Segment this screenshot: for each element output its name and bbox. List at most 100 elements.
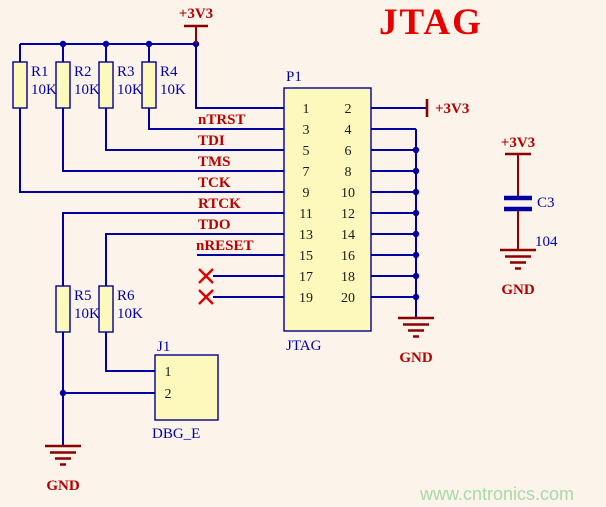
resistor-body <box>55 61 71 109</box>
resistor-ref: R3 <box>117 64 135 80</box>
junction-dot <box>59 40 67 48</box>
pin-number: 1 <box>303 102 310 117</box>
resistor-ref: R4 <box>160 64 178 80</box>
resistor-r2: R2 10K <box>55 61 100 109</box>
pin-number: 19 <box>299 291 313 306</box>
junction-dot <box>412 146 420 154</box>
pin-number: 16 <box>341 249 355 264</box>
pin-number: 3 <box>303 123 310 138</box>
no-connect-marks <box>198 268 214 305</box>
pin-number: 13 <box>299 228 313 243</box>
vcc-label: +3V3 <box>179 6 213 22</box>
resistor-body <box>98 285 114 333</box>
vcc-symbol-top: +3V3 <box>179 6 213 44</box>
tdo-wire <box>105 233 284 286</box>
junction-dots <box>59 40 420 397</box>
signal-label-tdi: TDI <box>198 133 225 149</box>
gnd-label: GND <box>399 350 433 366</box>
junction-dot <box>412 293 420 301</box>
resistor-value: 10K <box>31 82 57 98</box>
resistor-r3: R3 10K <box>98 61 143 109</box>
rtck-wire <box>62 212 284 286</box>
jumper-ref: J1 <box>157 339 170 355</box>
signal-label-tms: TMS <box>198 154 231 170</box>
pin-number: 1 <box>165 365 172 380</box>
vcc-label: +3V3 <box>501 135 535 151</box>
junction-dot <box>412 188 420 196</box>
page-title: JTAG <box>379 2 483 43</box>
junction-dot <box>412 167 420 175</box>
jumper-body <box>154 354 219 421</box>
capacitor-ref: C3 <box>537 195 555 211</box>
pin-number: 7 <box>303 165 310 180</box>
signal-label-rtck: RTCK <box>198 196 241 212</box>
resistor-value: 10K <box>160 82 186 98</box>
junction-dot <box>412 272 420 280</box>
signal-label-ntrst: nTRST <box>198 112 246 128</box>
resistor-value: 10K <box>74 306 100 322</box>
resistor-r1: R1 10K <box>12 61 57 109</box>
pin1-vcc-wire <box>195 44 284 109</box>
capacitor-c3-branch: +3V3 C3 104 GND <box>500 135 558 298</box>
junction-dot <box>412 251 420 259</box>
tdi-wire <box>105 108 284 151</box>
watermark: www.cntronics.com <box>419 484 574 504</box>
gnd-symbol-left: GND <box>45 444 81 494</box>
gnd-label: GND <box>501 282 535 298</box>
pin-number: 12 <box>341 207 355 222</box>
pin-number: 4 <box>345 123 352 138</box>
pin-number: 2 <box>345 102 352 117</box>
signal-label-tck: TCK <box>198 175 231 191</box>
junction-dot <box>145 40 153 48</box>
ntrst-wire <box>148 108 284 130</box>
capacitor-value: 104 <box>535 234 558 250</box>
gnd-bars-icon <box>45 444 81 466</box>
resistor-r6: R6 10K <box>98 285 143 333</box>
no-connect-x-icon <box>198 289 214 305</box>
jumper-j1: J1 1 2 DBG_E <box>152 339 219 442</box>
connector-body <box>283 87 372 332</box>
vcc-symbol-pin2: +3V3 <box>425 99 469 117</box>
resistor-value: 10K <box>117 306 143 322</box>
resistor-ref: R6 <box>117 288 135 304</box>
tck-wire <box>19 108 284 193</box>
pin-number: 9 <box>303 186 310 201</box>
no-connect-x-icon <box>198 268 214 284</box>
gnd-bars-icon <box>500 248 536 270</box>
connector-label: JTAG <box>286 338 322 354</box>
pin-number: 10 <box>341 186 355 201</box>
resistor-body <box>141 61 157 109</box>
resistor-r4: R4 10K <box>141 61 186 109</box>
junction-dot <box>59 389 67 397</box>
resistor-body <box>98 61 114 109</box>
pin-number: 5 <box>303 144 310 159</box>
jumper-label: DBG_E <box>152 426 200 442</box>
junction-dot <box>412 209 420 217</box>
gnd-label: GND <box>46 478 80 494</box>
resistor-ref: R2 <box>74 64 92 80</box>
pin-number: 2 <box>165 387 172 402</box>
gnd-symbol-bus: GND <box>398 316 434 366</box>
pin-number: 14 <box>341 228 355 243</box>
resistor-value: 10K <box>74 82 100 98</box>
resistor-r5: R5 10K <box>55 285 100 333</box>
junction-dot <box>412 230 420 238</box>
pin-number: 18 <box>341 270 355 285</box>
pin-number: 15 <box>299 249 313 264</box>
r6-to-jumper-wire <box>105 332 155 372</box>
pin-number: 8 <box>345 165 352 180</box>
gnd-bars-icon <box>398 316 434 338</box>
pin-number: 17 <box>299 270 313 285</box>
resistor-value: 10K <box>117 82 143 98</box>
connector-ref: P1 <box>286 69 302 85</box>
pin-number: 20 <box>341 291 355 306</box>
vcc-label: +3V3 <box>435 101 469 117</box>
signal-label-tdo: TDO <box>198 217 231 233</box>
resistor-ref: R1 <box>31 64 49 80</box>
resistor-ref: R5 <box>74 288 92 304</box>
junction-dot <box>102 40 110 48</box>
signal-label-nreset: nRESET <box>196 238 254 254</box>
signal-labels: nTRST TDI TMS TCK RTCK TDO nRESET <box>196 112 254 254</box>
